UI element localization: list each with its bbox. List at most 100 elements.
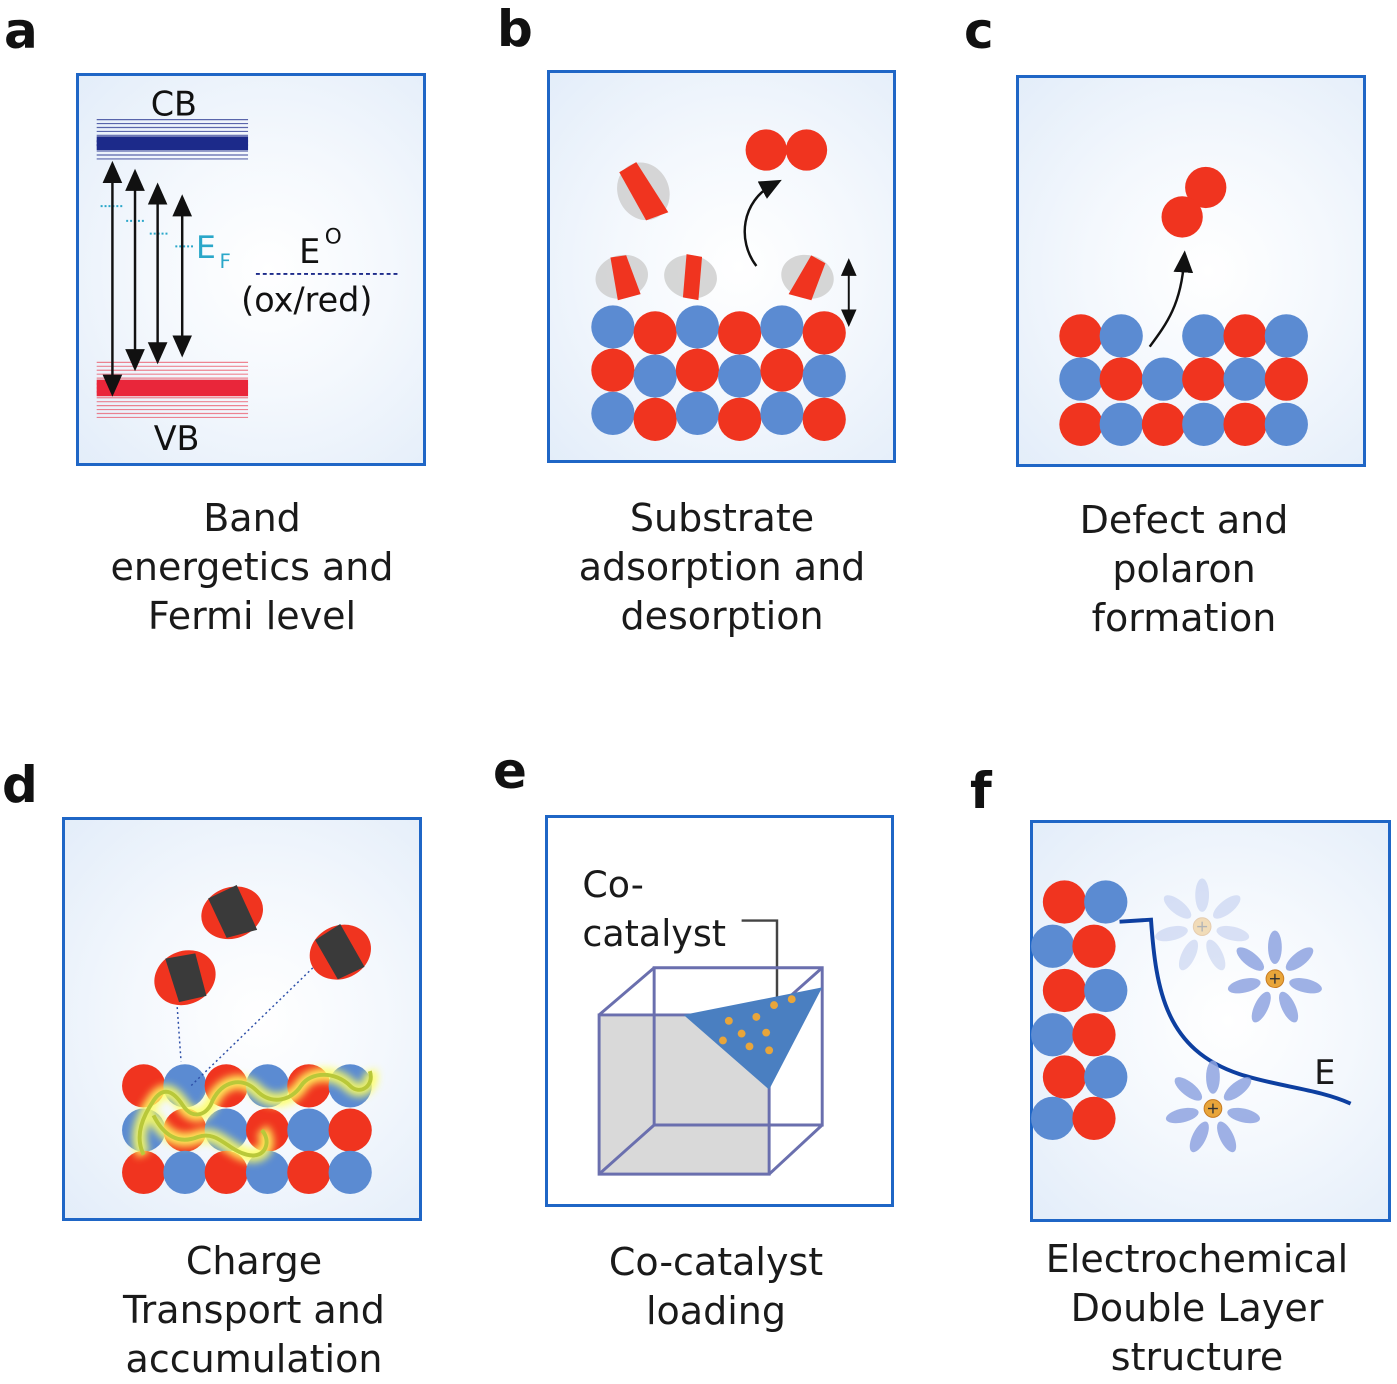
red-atom xyxy=(122,1150,166,1195)
blue-atom xyxy=(1182,314,1226,358)
red-atom xyxy=(287,1150,331,1195)
adsorbed-molecules xyxy=(154,884,371,1006)
charge-transport-svg xyxy=(122,884,378,1195)
caption-f-line1: Electrochemical xyxy=(1045,1237,1349,1281)
blue-atom xyxy=(287,1108,331,1152)
solvated-cation-faint xyxy=(1155,878,1250,971)
panel-letter-d: d xyxy=(2,756,38,814)
crystal-cube xyxy=(597,966,824,1176)
redox-superscript: O xyxy=(325,224,342,249)
adsorption-svg xyxy=(591,129,857,441)
caption-b-line2: adsorption and xyxy=(578,545,866,589)
redox-couple-label: (ox/red) xyxy=(241,280,372,319)
panel-c-defect xyxy=(1016,75,1366,467)
excitation-arrows xyxy=(102,160,193,397)
conduction-band xyxy=(96,119,249,160)
panel-letter-b: b xyxy=(497,0,533,58)
caption-f-line2: Double Layer xyxy=(1070,1286,1324,1330)
red-atom xyxy=(1042,880,1087,924)
caption-c-line2: polaron xyxy=(1112,547,1256,591)
red-atom xyxy=(802,397,846,441)
blue-atom xyxy=(760,305,804,349)
cocatalyst-facet xyxy=(683,987,823,1090)
adsorbate-connectors xyxy=(174,967,314,1087)
blue-atom xyxy=(1182,402,1226,446)
cocatalyst-label-line2: catalyst xyxy=(582,912,726,955)
band-diagram-svg: CB VB E F E O (ox/red) xyxy=(96,85,399,458)
red-atom xyxy=(718,397,762,441)
charge-pathway-glow xyxy=(132,1067,378,1163)
caption-d-line2: Transport and xyxy=(123,1288,385,1332)
released-atom xyxy=(1161,196,1203,238)
red-atom xyxy=(328,1108,372,1152)
substrate-lattice xyxy=(591,305,846,441)
desorbed-atom xyxy=(785,129,828,171)
blue-atom xyxy=(1059,357,1103,401)
blue-atom xyxy=(1031,1013,1075,1057)
caption-d-line3: accumulation xyxy=(125,1337,383,1381)
red-atom xyxy=(1072,1096,1116,1140)
caption-b: Substrate adsorption and desorption xyxy=(512,494,932,641)
vb-label: VB xyxy=(154,419,200,458)
desorption-arrow xyxy=(743,179,782,267)
red-atom xyxy=(1042,1055,1087,1099)
panel-d-charge-transport xyxy=(62,817,422,1221)
red-atom xyxy=(1072,924,1116,968)
red-atom xyxy=(760,348,804,392)
panel-letter-e: e xyxy=(493,742,527,800)
panel-letter-c: c xyxy=(964,2,994,60)
cocatalyst-pointer xyxy=(741,919,779,998)
caption-f: Electrochemical Double Layer structure xyxy=(987,1235,1397,1382)
red-atom xyxy=(1223,314,1267,358)
blue-atom xyxy=(675,305,720,349)
panel-a-band-diagram: CB VB E F E O (ox/red) xyxy=(76,73,426,466)
released-atom xyxy=(1185,166,1227,209)
blue-atom xyxy=(1264,314,1308,358)
blue-atom xyxy=(718,354,762,398)
red-atom xyxy=(1099,357,1143,401)
red-atom xyxy=(204,1150,248,1195)
double-layer-svg: E xyxy=(1031,878,1352,1153)
field-label: E xyxy=(1314,1053,1335,1092)
red-atom xyxy=(1182,357,1226,401)
caption-e-line1: Co-catalyst xyxy=(608,1240,824,1284)
panel-f-double-layer: E xyxy=(1030,820,1391,1222)
caption-a-line2: energetics and xyxy=(110,545,394,589)
blue-atom xyxy=(1099,314,1143,358)
red-atom xyxy=(633,397,677,441)
red-atom xyxy=(718,311,762,355)
blue-atom xyxy=(328,1150,372,1195)
blue-atom xyxy=(760,391,804,436)
red-atom xyxy=(802,311,846,355)
blue-atom xyxy=(1223,357,1267,401)
caption-b-line3: desorption xyxy=(620,594,824,638)
blue-atom xyxy=(633,354,677,398)
fermi-level-marks xyxy=(100,205,195,248)
red-atom xyxy=(675,348,720,392)
blue-atom xyxy=(1084,968,1128,1013)
caption-a-line3: Fermi level xyxy=(147,594,357,638)
panel-letter-a: a xyxy=(4,2,38,60)
panel-b-adsorption xyxy=(547,70,896,463)
blue-atom xyxy=(1099,402,1143,446)
caption-b-line1: Substrate xyxy=(629,496,815,540)
blue-atom xyxy=(802,354,846,398)
red-atom xyxy=(1072,1013,1116,1057)
blue-atom xyxy=(1031,924,1075,968)
cocatalyst-svg: Co- catalyst xyxy=(582,863,824,1176)
blue-atom xyxy=(1084,1055,1128,1099)
blue-atom xyxy=(1084,880,1128,924)
caption-d-line1: Charge xyxy=(185,1239,323,1283)
fermi-label: E xyxy=(196,230,216,266)
blue-atom xyxy=(591,305,635,349)
caption-f-line3: structure xyxy=(1110,1335,1284,1379)
solvated-cation xyxy=(1227,930,1322,1023)
red-atom xyxy=(1223,402,1267,446)
vacancy-arrow xyxy=(1148,250,1194,348)
caption-a-line1: Band xyxy=(203,496,301,540)
red-atom xyxy=(591,348,635,392)
cb-label: CB xyxy=(151,85,197,124)
red-atom xyxy=(633,311,677,355)
blue-atom xyxy=(1141,357,1186,401)
caption-c-line1: Defect and xyxy=(1079,498,1289,542)
